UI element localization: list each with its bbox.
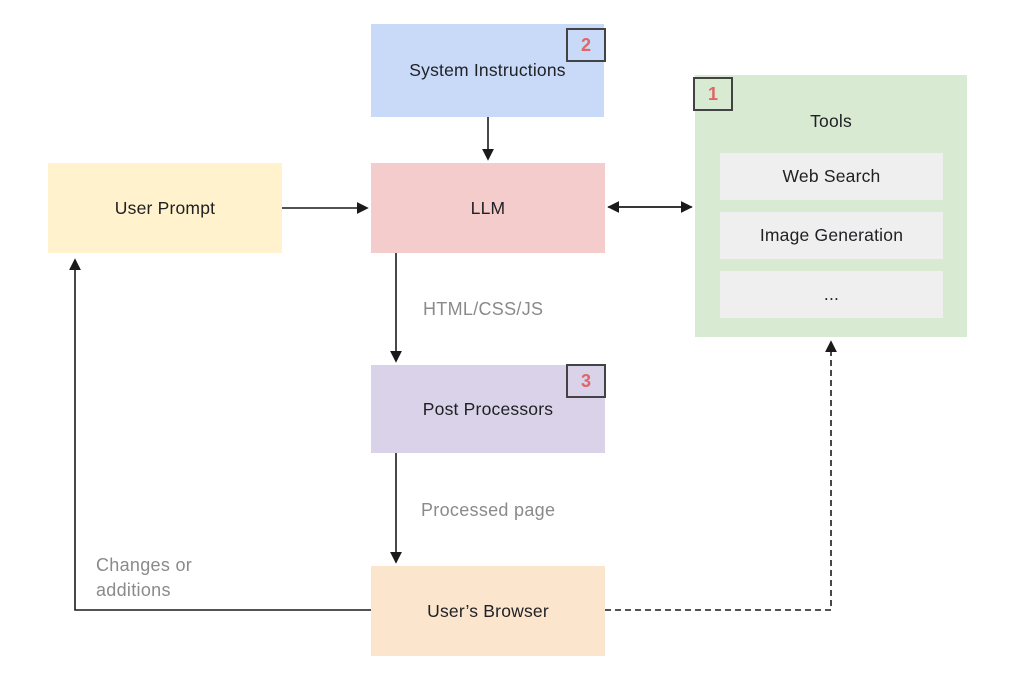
tool-item-web-search: Web Search <box>720 153 943 200</box>
tool-item-image-generation: Image Generation <box>720 212 943 259</box>
tool-item-ellipsis: ... <box>720 271 943 318</box>
edge-label-html-css-js: HTML/CSS/JS <box>423 299 544 319</box>
node-tools-label: Tools <box>810 111 852 131</box>
badge-system-instructions: 2 <box>566 28 606 62</box>
node-system-instructions: System Instructions <box>371 24 604 117</box>
badge-tools-number: 1 <box>707 83 718 104</box>
node-tools: Tools Web Search Image Generation ... <box>695 75 967 337</box>
node-llm-label: LLM <box>470 197 506 218</box>
node-post-processors-label: Post Processors <box>422 398 554 419</box>
node-users-browser: User’s Browser <box>371 566 605 656</box>
badge-system-instructions-number: 2 <box>580 34 591 55</box>
node-system-instructions-label: System Instructions <box>409 60 566 80</box>
badge-tools: 1 <box>693 77 733 111</box>
node-llm: LLM <box>371 163 605 253</box>
edge-label-changes-or-additions: Changes or additions <box>96 555 193 600</box>
node-users-browser-label: User’s Browser <box>427 600 549 621</box>
edge-label-processed-page: Processed page <box>421 500 556 520</box>
badge-post-processors: 3 <box>566 364 606 398</box>
tool-item-web-search-label: Web Search <box>782 166 881 186</box>
node-user-prompt-label: User Prompt <box>114 197 216 218</box>
connector-browser-to-tools-dashed <box>605 340 837 611</box>
tool-item-ellipsis-label: ... <box>823 284 840 304</box>
tool-item-image-generation-label: Image Generation <box>759 225 904 245</box>
badge-post-processors-number: 3 <box>580 370 591 391</box>
node-user-prompt: User Prompt <box>48 163 282 253</box>
